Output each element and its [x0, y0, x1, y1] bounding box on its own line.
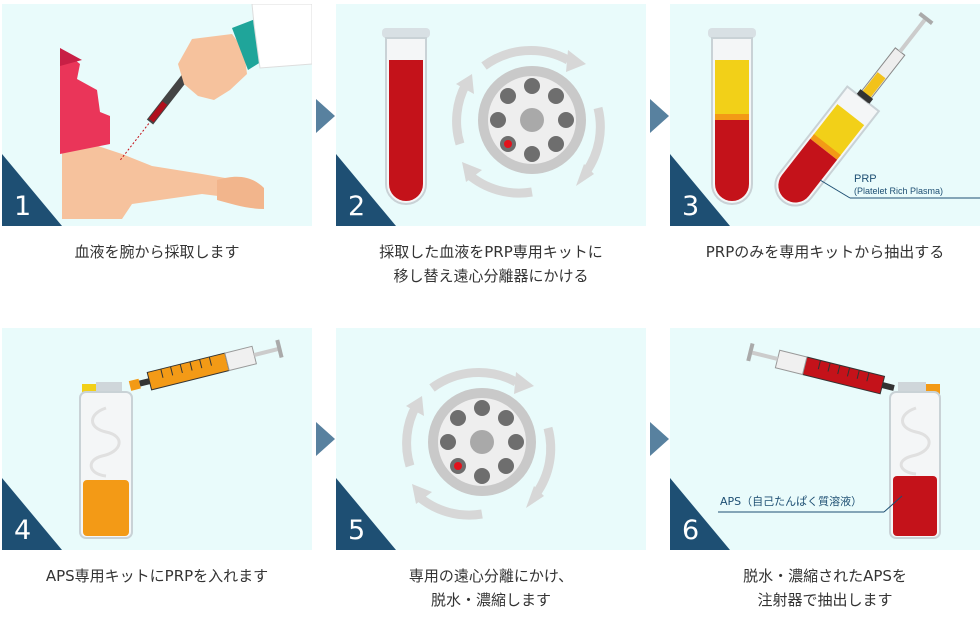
next-arrow-icon — [650, 99, 669, 133]
syringe-icon — [746, 342, 895, 395]
step-6-caption: 脱水・濃縮されたAPSを 注射器で抽出します — [660, 564, 980, 612]
step-5-number: 5 — [348, 515, 366, 546]
step-3-caption: PRPのみを専用キットから抽出する — [660, 240, 980, 264]
step-2-panel: 2 — [336, 4, 646, 226]
step-4-caption: APS専用キットにPRPを入れます — [0, 564, 322, 588]
rotor-slots — [440, 400, 524, 484]
caption-line: 採取した血液をPRP専用キットに — [379, 243, 603, 261]
step-1-corner — [2, 154, 62, 226]
prp-label: PRP — [854, 173, 877, 185]
next-arrow-icon — [650, 422, 669, 456]
prp-extraction-illustration: PRP (Platelet Rich Plasma) — [708, 11, 980, 207]
step-2-number: 2 — [348, 191, 366, 222]
step-1-caption: 血液を腕から採取します — [0, 240, 322, 264]
rotation-arrows — [452, 46, 605, 198]
step-2-caption: 採取した血液をPRP専用キットに 移し替え遠心分離器にかける — [326, 240, 656, 288]
aps-kit-fill-illustration — [79, 339, 284, 539]
blood-draw-illustration — [60, 4, 312, 219]
step-5-panel: 5 — [336, 328, 646, 550]
step-4-number: 4 — [14, 515, 32, 546]
aps-orange-fill — [83, 480, 129, 536]
blood-fill — [389, 60, 423, 201]
aps-red-fill — [893, 476, 937, 536]
step-5-corner — [336, 478, 396, 550]
step-3-corner — [670, 154, 730, 226]
step-4-corner — [2, 478, 62, 550]
prp-sub-label: (Platelet Rich Plasma) — [854, 186, 943, 196]
caption-line: 脱水・濃縮されたAPSを — [743, 567, 907, 585]
centrifuge-illustration — [382, 28, 605, 205]
aps-extraction-illustration: APS（自己たんぱく質溶液） — [718, 342, 941, 539]
caption-line: 血液を腕から採取します — [74, 243, 240, 261]
tilted-tube — [774, 11, 934, 207]
rotation-arrows — [402, 368, 556, 520]
aps-label: APS（自己たんぱく質溶液） — [720, 494, 862, 508]
caption-line: 注射器で抽出します — [757, 591, 893, 609]
aps-centrifuge-illustration — [402, 368, 556, 520]
caption-line: 脱水・濃縮します — [430, 591, 551, 609]
syringe-icon — [128, 339, 284, 391]
step-3-number: 3 — [682, 191, 700, 222]
blood-slot — [504, 140, 512, 148]
caption-line: 移し替え遠心分離器にかける — [393, 267, 589, 285]
step-6-panel: APS（自己たんぱく質溶液） 6 — [670, 328, 980, 550]
caption-line: PRPのみを専用キットから抽出する — [705, 243, 945, 261]
step-2-corner — [336, 154, 396, 226]
step-6-corner — [670, 478, 730, 550]
step-1-panel: 1 — [2, 4, 312, 226]
doctor-hand — [178, 34, 247, 100]
tube-cap — [382, 28, 430, 38]
step-4-panel: 4 — [2, 328, 312, 550]
next-arrow-icon — [316, 99, 335, 133]
plasma-layer — [715, 60, 749, 116]
rotor-slots — [490, 78, 574, 162]
red-sleeve — [60, 48, 110, 154]
arm-shape — [62, 134, 264, 219]
caption-line: APS専用キットにPRPを入れます — [45, 567, 269, 585]
caption-line: 専用の遠心分離にかけ、 — [408, 567, 574, 585]
step-5-caption: 専用の遠心分離にかけ、 脱水・濃縮します — [326, 564, 656, 612]
next-arrow-icon — [316, 422, 335, 456]
open-hand — [217, 176, 264, 209]
step-6-number: 6 — [682, 515, 700, 546]
step-3-panel: PRP (Platelet Rich Plasma) 3 — [670, 4, 980, 226]
step-1-number: 1 — [14, 191, 32, 222]
